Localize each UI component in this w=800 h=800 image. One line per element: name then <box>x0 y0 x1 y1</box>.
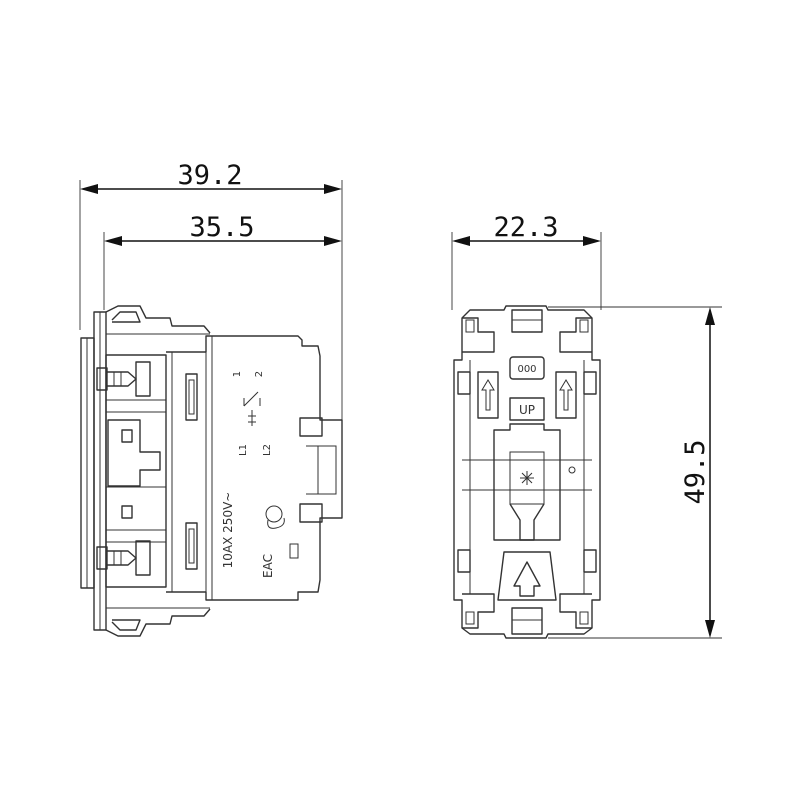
side-view: 1 2 L1 L2 10AX 250V~ EAC <box>80 305 343 637</box>
dimension-label-height: 49.5 <box>680 439 711 504</box>
arrow-up-icon <box>555 371 577 419</box>
dimension-body-depth: 35.5 <box>103 212 342 310</box>
top-badge-label: 000 <box>517 364 536 375</box>
contact-label-l2: L2 <box>262 444 273 456</box>
dimension-overall-depth: 39.2 <box>79 160 343 430</box>
up-label: UP <box>519 403 535 417</box>
top-badge <box>509 356 545 380</box>
contact-label-2: 2 <box>254 371 265 377</box>
front-view: 000 UP <box>453 305 601 639</box>
dimension-label-width: 22.3 <box>493 212 558 243</box>
dimension-label-overall-depth: 39.2 <box>177 160 242 191</box>
contact-label-l1: L1 <box>238 444 249 456</box>
dimension-label-body-depth: 35.5 <box>189 212 254 243</box>
arrow-up-icon <box>513 561 541 597</box>
indicator-icon <box>520 471 534 485</box>
contact-schematic: 1 2 L1 L2 <box>232 371 273 456</box>
dimension-width: 22.3 <box>451 212 602 310</box>
arrow-up-icon <box>477 371 499 419</box>
approval-mark-icon <box>265 505 285 529</box>
rating-label: 10AX 250V~ <box>221 492 235 569</box>
contact-label-1: 1 <box>232 371 243 377</box>
up-badge <box>509 397 545 421</box>
dimension-height: 49.5 <box>548 306 722 639</box>
cert-mark-eac: EAC <box>261 554 275 578</box>
